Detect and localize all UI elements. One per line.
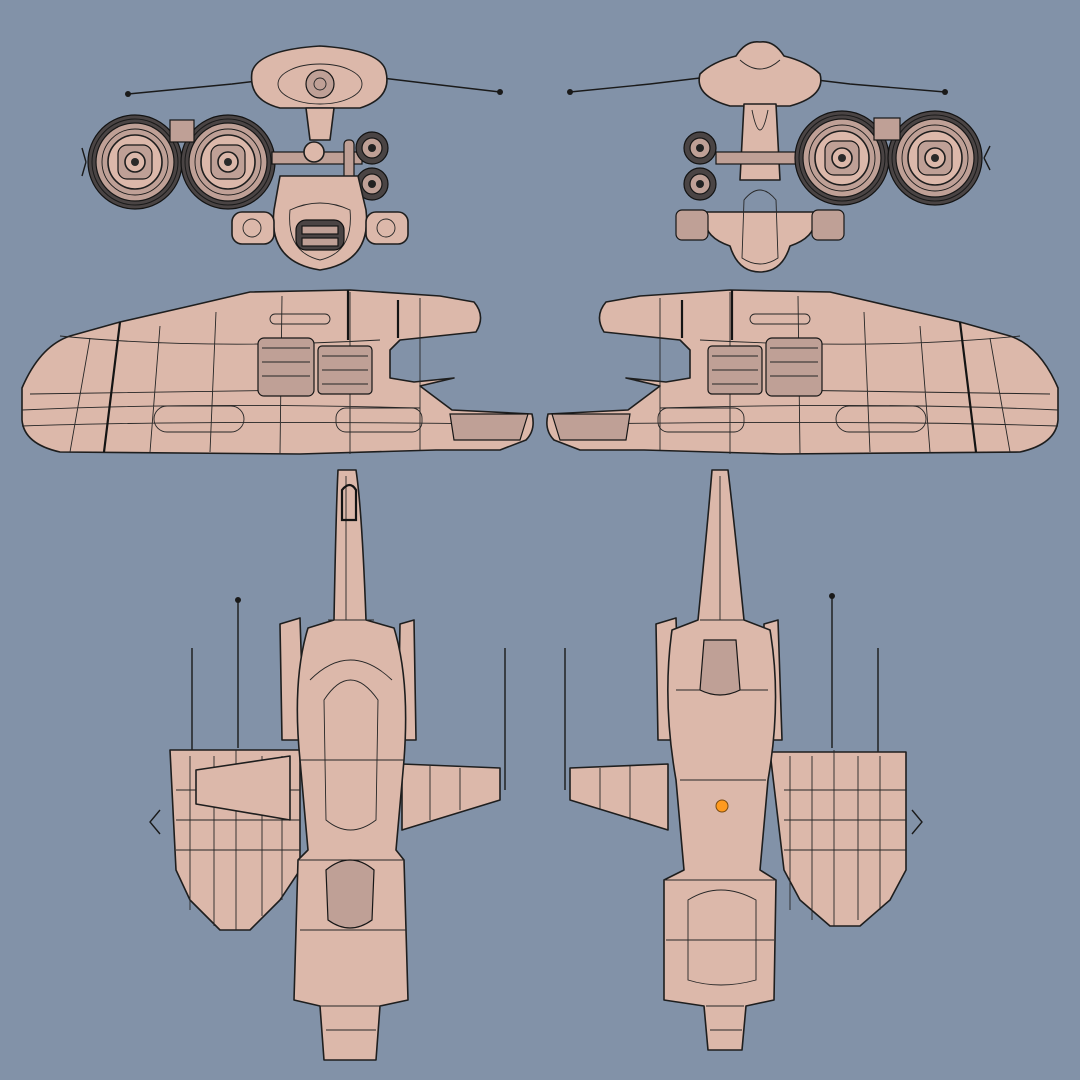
pivot-marker-icon xyxy=(715,799,729,813)
bottom-view xyxy=(564,469,923,1051)
front-engine-right xyxy=(180,114,276,210)
top-fuselage xyxy=(293,469,409,1061)
rear-engine-right xyxy=(887,110,983,206)
bottom-hatch xyxy=(699,639,741,696)
rear-upper-body xyxy=(698,40,822,107)
top-view xyxy=(149,469,506,1061)
top-canopy xyxy=(325,859,375,929)
front-wheel-upper xyxy=(355,131,389,165)
bottom-engine-cluster xyxy=(769,751,907,927)
side-view-left xyxy=(21,289,534,455)
rear-wheel-upper xyxy=(683,131,717,165)
bottom-left-nozzle xyxy=(569,763,669,831)
bottom-fuselage xyxy=(663,469,777,1051)
side-view-right xyxy=(546,289,1059,455)
rear-wheel-lower xyxy=(683,167,717,201)
front-engine-left xyxy=(87,114,183,210)
front-view xyxy=(81,45,503,271)
rear-lower-body xyxy=(704,211,816,273)
rear-view xyxy=(567,40,991,273)
top-right-nozzle xyxy=(401,763,501,831)
